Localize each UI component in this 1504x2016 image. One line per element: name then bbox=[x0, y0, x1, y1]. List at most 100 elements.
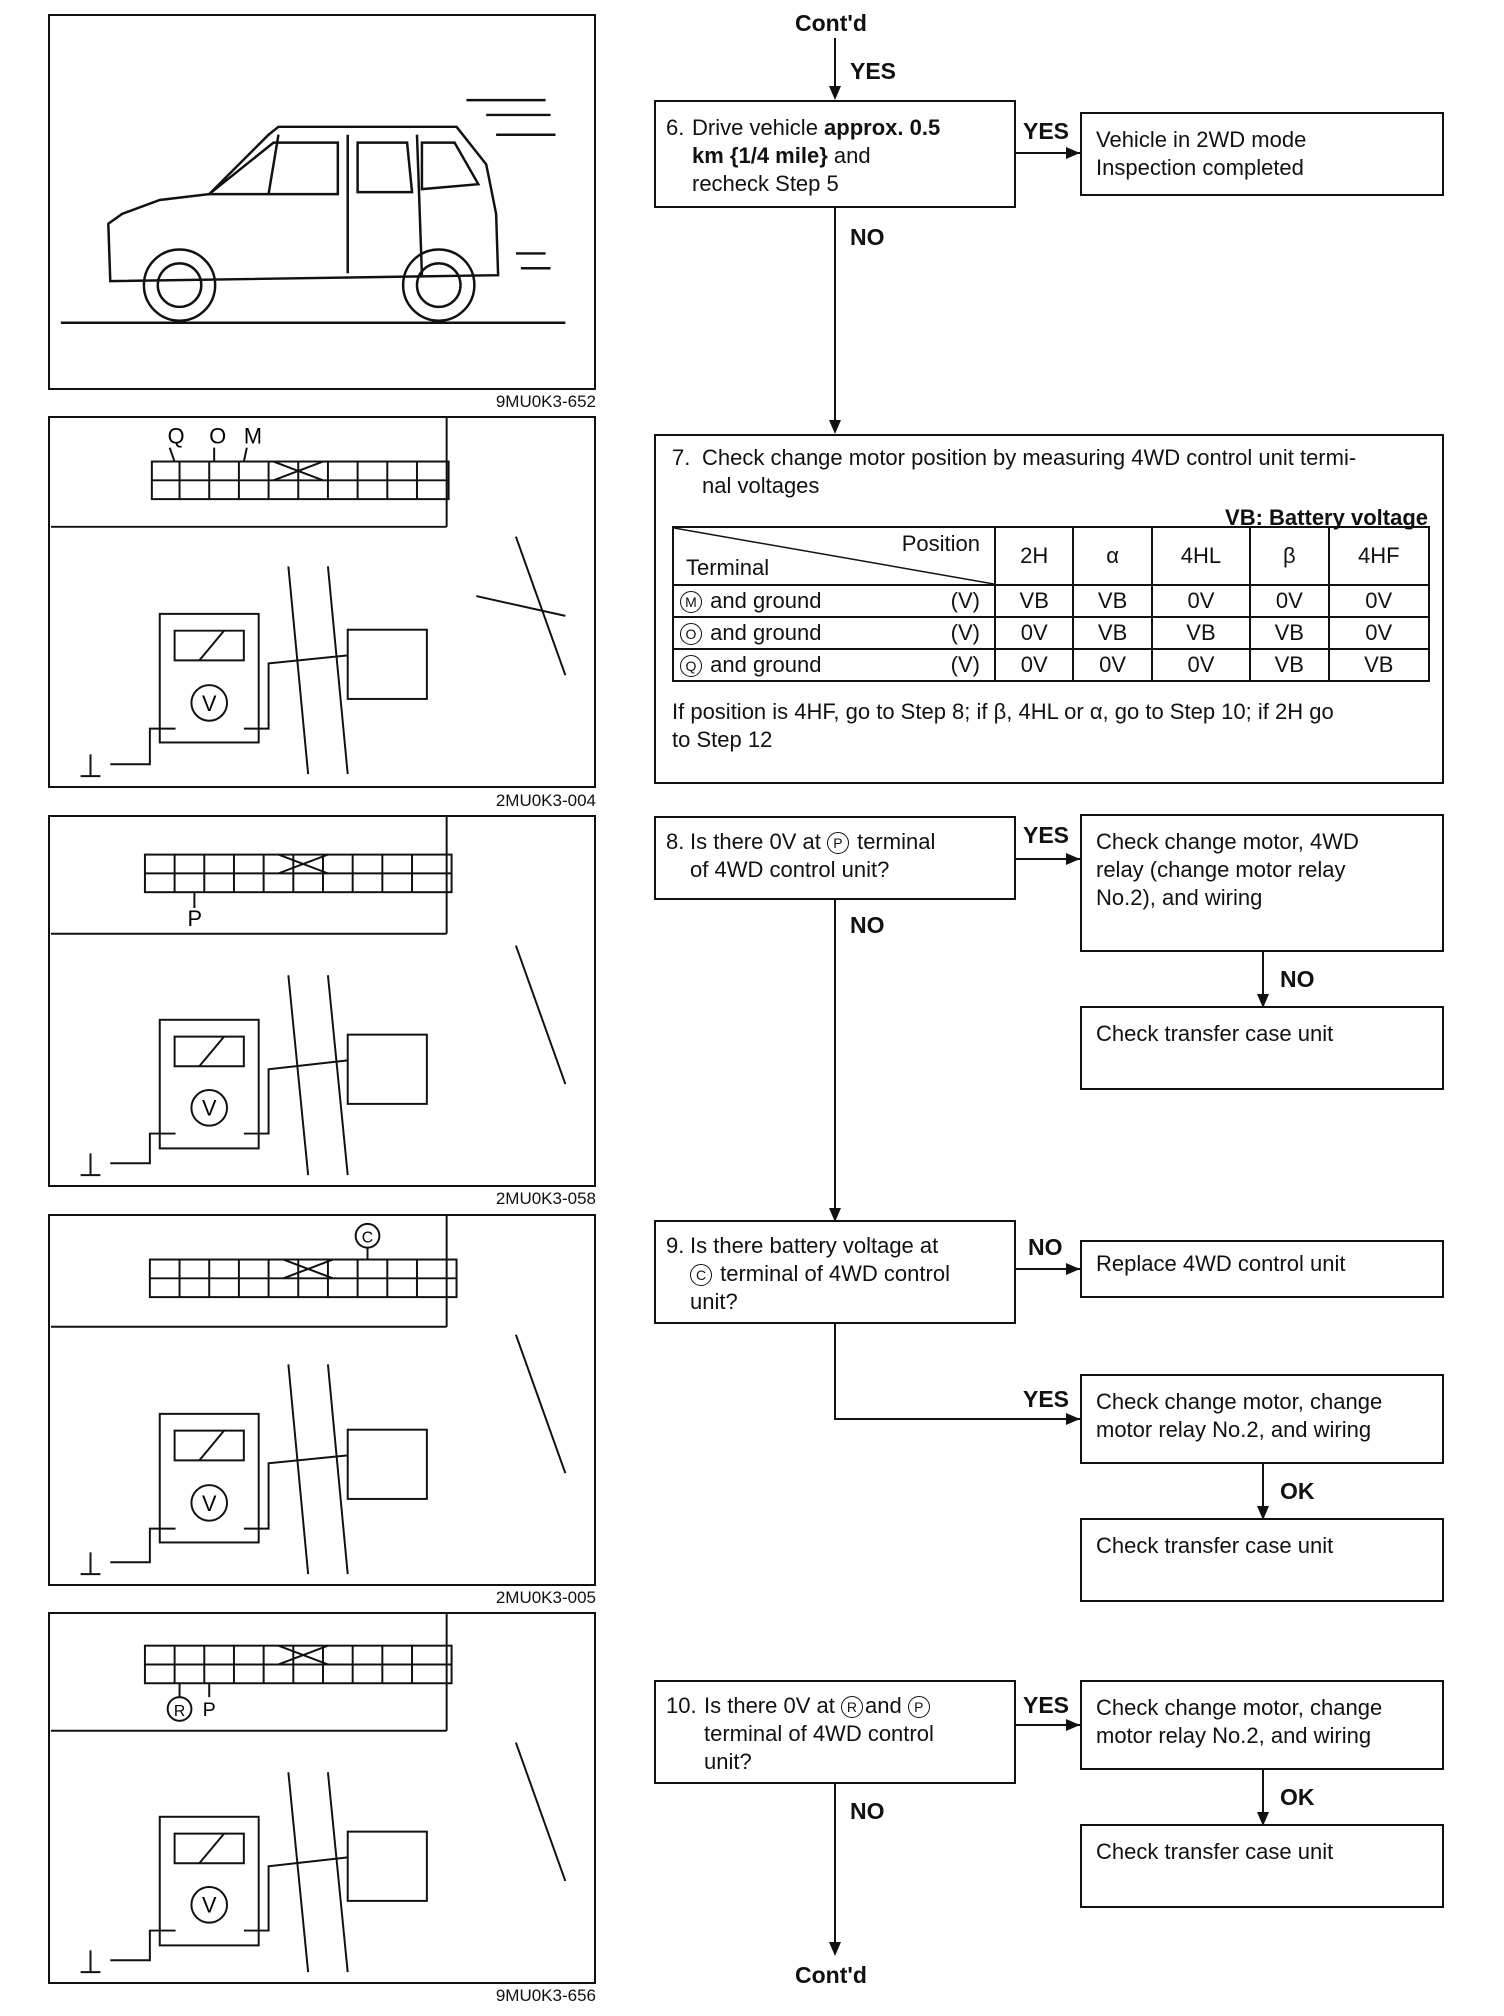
step-10-text-c: terminal of 4WD control bbox=[704, 1721, 934, 1746]
step-10-result-yes-line2: motor relay No.2, and wiring bbox=[1096, 1723, 1372, 1748]
column-header: β bbox=[1249, 526, 1330, 586]
step-9-result-yes: Check change motor, change motor relay N… bbox=[1080, 1374, 1444, 1464]
table-cell: 0V bbox=[1150, 648, 1252, 682]
terminal-label-o: O bbox=[209, 424, 226, 449]
figure-caption-1: 9MU0K3-652 bbox=[495, 392, 596, 411]
step-10-text-b: and bbox=[864, 1693, 908, 1718]
step-6-text-c: recheck Step 5 bbox=[692, 171, 839, 196]
column-header: 4HF bbox=[1327, 526, 1431, 586]
step-10-number: 10. bbox=[666, 1693, 697, 1718]
table-row: O and ground (V) 0V VB VB VB 0V bbox=[672, 616, 1431, 650]
svg-text:V: V bbox=[202, 691, 217, 716]
step-8-result-line3: No.2), and wiring bbox=[1096, 885, 1263, 910]
svg-text:V: V bbox=[202, 1491, 217, 1516]
step-8-yes-label: YES bbox=[1023, 822, 1070, 848]
meter-connector-drawing: C V bbox=[50, 1216, 567, 1576]
step-7-number: 7. bbox=[672, 445, 691, 470]
step-8-text-c: of 4WD control unit? bbox=[690, 857, 890, 882]
step-6-result-line1: Vehicle in 2WD mode bbox=[1096, 127, 1307, 152]
step-9-result-ok: Check transfer case unit bbox=[1080, 1518, 1444, 1602]
step-6-result-yes: Vehicle in 2WD mode Inspection completed bbox=[1080, 112, 1444, 196]
step-9-result-ok-text: Check transfer case unit bbox=[1096, 1533, 1334, 1558]
step-7-footer-line2: to Step 12 bbox=[672, 727, 773, 752]
step-6-text-a: Drive vehicle bbox=[692, 115, 825, 140]
step-9-result-no: Replace 4WD control unit bbox=[1080, 1240, 1444, 1298]
table-row: Q and ground (V) 0V 0V 0V VB VB bbox=[672, 648, 1431, 682]
row-label: and ground bbox=[710, 652, 822, 677]
terminal-circle: O bbox=[680, 623, 702, 646]
terminal-label-p: P bbox=[203, 1699, 216, 1721]
step-7-text-line2: nal voltages bbox=[702, 473, 820, 498]
step-6-no-label: NO bbox=[850, 224, 885, 250]
table-cell: VB bbox=[1327, 648, 1431, 682]
step-8-result-line2: relay (change motor relay bbox=[1096, 857, 1346, 882]
step-6-number: 6. bbox=[666, 115, 685, 140]
terminal-circle: P bbox=[826, 832, 849, 855]
svg-text:V: V bbox=[202, 1096, 217, 1121]
step-6-bold-b: km {1/4 mile} bbox=[692, 143, 828, 168]
terminal-label-p: P bbox=[187, 906, 202, 931]
step-8-text-a: Is there 0V at bbox=[690, 829, 827, 854]
step-7-box: 7. Check change motor position by measur… bbox=[654, 434, 1444, 784]
figure-caption-5: 9MU0K3-656 bbox=[495, 1986, 596, 2005]
step-10-ok-label: OK bbox=[1280, 1784, 1315, 1810]
contd-top: Cont'd bbox=[795, 10, 867, 36]
row-unit: (V) bbox=[950, 620, 980, 645]
step-9-no-label: NO bbox=[1028, 1234, 1063, 1260]
meter-connector-drawing: Q O M V bbox=[50, 418, 567, 778]
table-cell: VB bbox=[1249, 648, 1330, 682]
terminal-circle: R bbox=[840, 1696, 863, 1719]
table-row: M and ground (V) VB VB 0V 0V 0V bbox=[672, 584, 1431, 618]
step-6-box: 6. Drive vehicle approx. 0.5 km {1/4 mil… bbox=[654, 100, 1016, 208]
step-10-result-yes: Check change motor, change motor relay N… bbox=[1080, 1680, 1444, 1770]
step-9-box: 9. Is there battery voltage at C termina… bbox=[654, 1220, 1016, 1324]
row-label: and ground bbox=[710, 588, 822, 613]
step-9-result-no-text: Replace 4WD control unit bbox=[1096, 1251, 1346, 1276]
connector-meter-illustration-5: R P V bbox=[48, 1612, 596, 1984]
contd-bottom: Cont'd bbox=[795, 1962, 867, 1988]
corner-position-label: Position bbox=[901, 531, 980, 556]
step-8-result-line1: Check change motor, 4WD bbox=[1096, 829, 1359, 854]
vehicle-illustration bbox=[48, 14, 596, 390]
meter-connector-drawing: P V bbox=[50, 817, 567, 1177]
row-unit: (V) bbox=[950, 588, 980, 613]
figure-caption-4: 2MU0K3-005 bbox=[495, 1588, 596, 1607]
corner-terminal-label: Terminal bbox=[686, 555, 770, 580]
svg-text:V: V bbox=[202, 1893, 217, 1918]
step-6-bold-a: approx. 0.5 bbox=[824, 115, 941, 140]
row-unit: (V) bbox=[950, 652, 980, 677]
step-9-ok-label: OK bbox=[1280, 1478, 1315, 1504]
step-7-text-line1: Check change motor position by measuring… bbox=[702, 445, 1357, 470]
terminal-label-c: C bbox=[362, 1230, 373, 1247]
table-cell: 0V bbox=[1249, 584, 1330, 618]
step-9-number: 9. bbox=[666, 1233, 685, 1258]
meter-connector-drawing: R P V bbox=[50, 1614, 567, 1974]
step-10-text-a: Is there 0V at bbox=[704, 1693, 841, 1718]
table-cell: VB bbox=[1072, 616, 1153, 650]
step-8-result-yes: Check change motor, 4WD relay (change mo… bbox=[1080, 814, 1444, 952]
step-9-result-yes-line1: Check change motor, change bbox=[1096, 1389, 1383, 1414]
table-cell: 0V bbox=[1327, 616, 1431, 650]
step-10-text-d: unit? bbox=[704, 1749, 752, 1774]
step-10-result-yes-line1: Check change motor, change bbox=[1096, 1695, 1383, 1720]
figure-caption-3: 2MU0K3-058 bbox=[495, 1189, 596, 1208]
column-header: α bbox=[1072, 526, 1153, 586]
terminal-voltage-table: Position Terminal 2H α 4HL β 4HF M and g… bbox=[672, 526, 1431, 682]
step-9-text-c: unit? bbox=[690, 1289, 738, 1314]
terminal-label-r: R bbox=[174, 1703, 185, 1720]
step-6-result-line2: Inspection completed bbox=[1096, 155, 1304, 180]
connector-meter-illustration-4: C V bbox=[48, 1214, 596, 1586]
step-8-number: 8. bbox=[666, 829, 685, 854]
step-9-text-b: terminal of 4WD control bbox=[714, 1261, 950, 1286]
step-10-no-label: NO bbox=[850, 1798, 885, 1824]
step-9-text-a: Is there battery voltage at bbox=[690, 1233, 939, 1258]
column-header: 2H bbox=[993, 526, 1075, 586]
step-8-no-label: NO bbox=[850, 912, 885, 938]
step-7-footer-line1: If position is 4HF, go to Step 8; if β, … bbox=[672, 699, 1334, 724]
step-10-yes-label: YES bbox=[1023, 1692, 1070, 1718]
step-6-text-b: and bbox=[827, 143, 871, 168]
step-9-result-yes-line2: motor relay No.2, and wiring bbox=[1096, 1417, 1372, 1442]
table-cell: VB bbox=[1150, 616, 1252, 650]
step-6-yes-label: YES bbox=[1023, 118, 1070, 144]
terminal-label-q: Q bbox=[168, 424, 185, 449]
